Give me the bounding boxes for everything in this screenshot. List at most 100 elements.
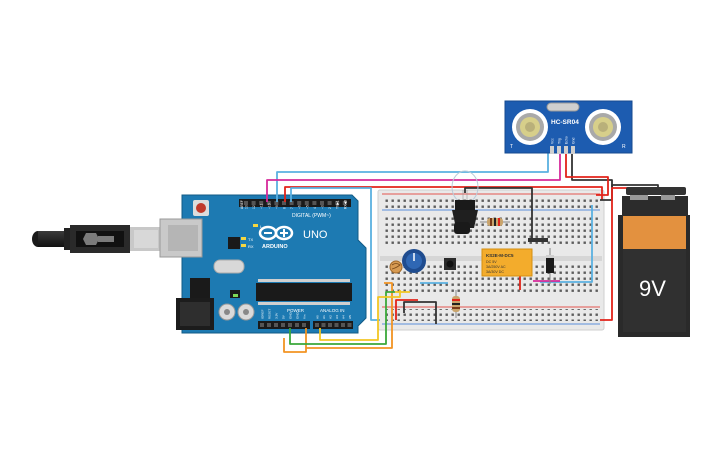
- digital-pin-label: RX◀0: [343, 200, 347, 209]
- analog-pin-hole[interactable]: [347, 323, 352, 327]
- analog-pin-hole[interactable]: [328, 323, 332, 327]
- tx-label: TX: [248, 237, 253, 242]
- digital-pin-hole[interactable]: [304, 201, 309, 205]
- arduino-model-label: UNO: [303, 229, 328, 241]
- digital-pin-label: ~11: [260, 203, 264, 209]
- digital-pin-label: 4: [313, 207, 317, 209]
- digital-pin-label: 8: [283, 207, 287, 209]
- digital-pin-hole[interactable]: [289, 201, 294, 205]
- digital-pin-hole[interactable]: [297, 201, 302, 205]
- relay-line-2: 3A/250V AC: [486, 265, 506, 269]
- wire-black-sensor: [571, 152, 613, 187]
- pushbutton[interactable]: [444, 258, 456, 270]
- analog-pin-label: A2: [329, 315, 333, 319]
- power-pin-hole[interactable]: [267, 323, 271, 327]
- ultrasonic-pin[interactable]: [571, 146, 575, 154]
- battery-label: 9V: [639, 276, 666, 301]
- transducer-t: [512, 109, 548, 145]
- power-pin-label: Vin: [303, 314, 307, 319]
- digital-header-label: DIGITAL (PWM~): [292, 213, 331, 219]
- ultrasonic-pin[interactable]: [557, 146, 561, 154]
- ultrasonic-pin[interactable]: [550, 146, 554, 154]
- power-pin-label: IOREF: [261, 309, 265, 319]
- digital-pin-hole[interactable]: [327, 201, 332, 205]
- digital-pin-hole[interactable]: [259, 201, 264, 205]
- wire-green: [289, 291, 395, 345]
- aref-label: AREF: [240, 200, 244, 209]
- photoresistor[interactable]: [389, 260, 403, 274]
- ultrasonic-pin-label: Vcc: [550, 138, 554, 144]
- analog-pin-label: A4: [342, 315, 346, 319]
- wire-blue-top: [276, 152, 549, 202]
- analog-pin-label: A0: [316, 315, 320, 319]
- digital-pin-label: ~9: [275, 205, 279, 209]
- wire-red-sensor: [565, 152, 609, 196]
- digital-pin-hole[interactable]: [282, 201, 286, 205]
- battery-terminal-positive[interactable]: [661, 192, 675, 200]
- power-pin-hole[interactable]: [281, 323, 285, 327]
- wire-orange: [283, 282, 393, 353]
- analog-pin-hole[interactable]: [341, 323, 345, 327]
- potentiometer[interactable]: [402, 249, 426, 273]
- power-pin-label: 3.3V: [275, 312, 279, 319]
- wire-red-bottom: [395, 299, 418, 320]
- digital-pin-label: ~10: [267, 203, 271, 209]
- wire-blue-mid: [290, 187, 380, 321]
- digital-pin-label: 13: [245, 205, 249, 209]
- power-pin-hole[interactable]: [288, 323, 292, 327]
- digital-pin-hole[interactable]: [251, 201, 256, 205]
- wire-black-bottom: [403, 301, 437, 324]
- power-pin-hole[interactable]: [302, 323, 306, 327]
- digital-pin-hole[interactable]: [274, 201, 279, 205]
- digital-pin-hole[interactable]: [342, 201, 347, 205]
- arduino-logo: [258, 225, 294, 241]
- digital-pin-label: ~3: [321, 205, 325, 209]
- arduino-brand-label: ARDUINO: [262, 244, 288, 250]
- digital-pin-hole[interactable]: [312, 201, 317, 205]
- diode[interactable]: [546, 248, 554, 284]
- ultrasonic-r-mark: R: [622, 144, 626, 150]
- analog-pin-hole[interactable]: [334, 323, 339, 327]
- battery-terminal-negative[interactable]: [630, 192, 648, 200]
- led-l-label: L: [260, 224, 263, 229]
- digital-pin-header[interactable]: [239, 199, 351, 207]
- transistor[interactable]: [454, 222, 470, 234]
- digital-pin-hole[interactable]: [266, 201, 271, 205]
- digital-pin-label: TX▶1: [336, 200, 340, 209]
- rx-label: RX: [248, 244, 254, 249]
- ultrasonic-pin[interactable]: [564, 146, 568, 154]
- relay-model-label: KS2E-M-DC5: [486, 253, 514, 258]
- relay-module[interactable]: KS2E-M-DC5 DC 5V 3A/250V AC 3A/30V DC: [481, 248, 533, 277]
- power-header-label: POWER: [287, 308, 305, 313]
- resistor-2[interactable]: [452, 290, 460, 318]
- digital-pin-hole[interactable]: [244, 201, 248, 205]
- analog-pin-hole[interactable]: [321, 323, 326, 327]
- usb-cable[interactable]: [32, 225, 162, 253]
- atmega-chip: [256, 283, 352, 301]
- analog-pin-hole[interactable]: [315, 323, 319, 327]
- ultrasonic-pin-label: Trig: [557, 138, 561, 144]
- wire-red-top: [284, 186, 603, 202]
- power-pin-hole[interactable]: [260, 323, 264, 327]
- power-pin-label: RESET: [268, 309, 272, 319]
- relay-line-1: DC 5V: [486, 260, 497, 264]
- analog-pin-label: A1: [322, 315, 326, 319]
- digital-pin-label: 12: [252, 205, 256, 209]
- digital-pin-label: ~6: [298, 205, 302, 209]
- analog-pin-label: A3: [335, 315, 339, 319]
- resistor-1[interactable]: [480, 218, 510, 226]
- ultrasonic-pin-label: Gnd: [571, 137, 575, 144]
- analog-pin-label: A5: [348, 315, 352, 319]
- power-pin-hole[interactable]: [274, 323, 278, 327]
- digital-pin-hole[interactable]: [320, 201, 324, 205]
- digital-pin-hole[interactable]: [335, 201, 340, 205]
- analog-pin-header[interactable]: [313, 321, 353, 329]
- battery-9v[interactable]: 9V: [618, 187, 690, 337]
- power-pin-label: GND: [296, 311, 300, 319]
- transducer-r: [585, 109, 621, 145]
- relay-line-3: 3A/30V DC: [486, 270, 504, 274]
- power-pin-hole[interactable]: [295, 323, 299, 327]
